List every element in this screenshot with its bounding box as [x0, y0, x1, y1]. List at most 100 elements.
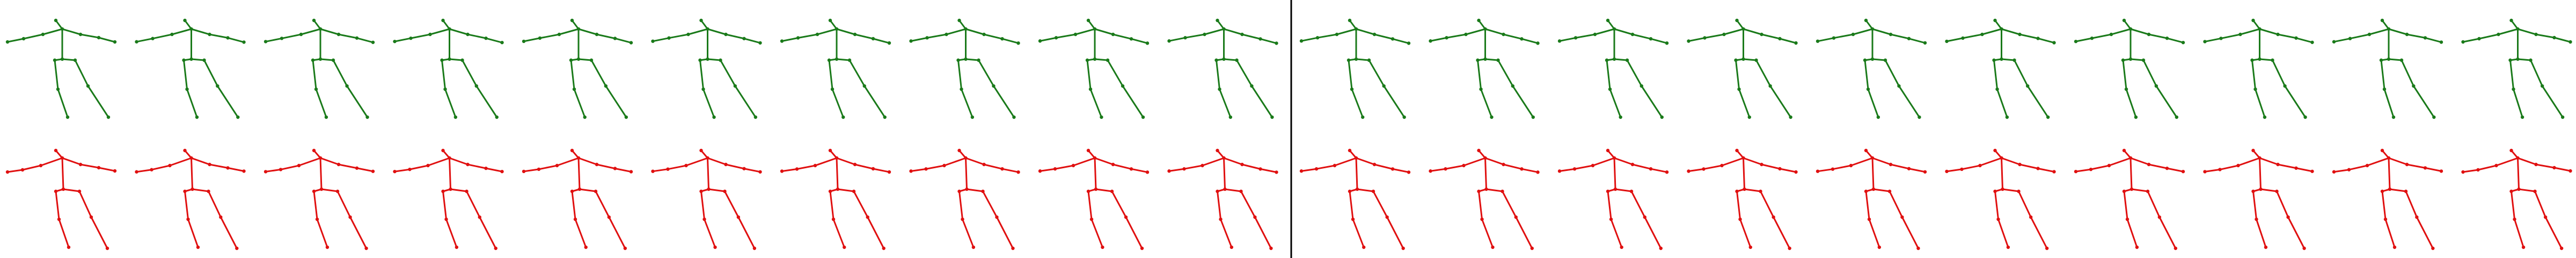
skeleton-bone: [570, 59, 575, 90]
skeleton-joint: [2238, 32, 2242, 37]
skeleton-joint: [2074, 169, 2078, 174]
skeleton-bone: [1094, 157, 1114, 166]
skeleton-joint: [1445, 36, 1448, 40]
skeleton-bone: [1650, 38, 1668, 44]
skeleton-bone: [1744, 188, 1761, 192]
skeleton-joint: [2517, 187, 2521, 191]
skeleton-bone: [227, 167, 245, 172]
skeleton-joint: [2461, 170, 2465, 174]
skeleton-joint: [1299, 169, 1304, 173]
skeleton-joint: [701, 87, 705, 91]
skeleton-bone: [2277, 33, 2297, 39]
skeleton-joint: [1916, 246, 1920, 250]
skeleton-joint: [2018, 32, 2022, 37]
skeleton-joint: [965, 187, 969, 191]
skeleton-bone: [449, 28, 469, 35]
skeleton-bone: [1095, 188, 1113, 192]
skeleton-bone: [836, 28, 856, 35]
skeleton-joint: [2129, 187, 2134, 191]
skeleton-joint: [1111, 162, 1115, 167]
skeleton-bone: [1981, 28, 2002, 35]
skeleton-joint: [168, 163, 172, 168]
skeleton-bone: [1054, 164, 1074, 170]
skeleton-bone: [485, 167, 503, 173]
skeleton-bone: [136, 169, 152, 173]
skeleton-bone: [1001, 168, 1019, 173]
skeleton-bone: [1817, 168, 1834, 173]
skeleton-bone: [1386, 216, 1404, 249]
skeleton-joint: [1501, 189, 1504, 194]
skeleton-bone: [965, 157, 968, 190]
skeleton-joint: [2509, 148, 2513, 153]
skeleton-joint: [1832, 36, 1836, 40]
skeleton-bone: [685, 157, 708, 167]
skeleton-bone: [1871, 157, 1875, 190]
skeleton-bone: [1223, 58, 1238, 61]
skeleton-bone: [1817, 37, 1835, 42]
skeleton-bone: [1626, 59, 1643, 87]
skeleton-bone: [2424, 167, 2442, 172]
skeleton-joint: [2271, 58, 2274, 62]
skeleton-bone: [1484, 28, 1504, 35]
skeleton-bone: [1607, 19, 1615, 30]
skeleton-joint: [1496, 58, 1500, 62]
skeleton-joint: [226, 36, 230, 40]
skeleton-joint: [1348, 148, 1352, 153]
skeleton-bone: [2509, 59, 2514, 90]
skeleton-joint: [1889, 32, 1893, 37]
bottom-row-stick-figure: [1945, 148, 2056, 250]
skeleton-joint: [2107, 163, 2111, 168]
skeleton-joint: [796, 36, 800, 40]
skeleton-bone: [1864, 59, 1869, 90]
skeleton-bone: [191, 157, 210, 166]
skeleton-bone: [2240, 28, 2260, 35]
skeleton-joint: [78, 32, 83, 37]
skeleton-joint: [2286, 215, 2290, 219]
skeleton-joint: [371, 169, 375, 173]
skeleton-joint: [1240, 32, 1244, 37]
skeleton-joint: [2251, 148, 2255, 153]
skeleton-bone: [1094, 28, 1114, 35]
skeleton-joint: [1483, 57, 1487, 61]
skeleton-bone: [1610, 218, 1623, 248]
top-row-stick-figure: [1429, 18, 1540, 119]
skeleton-joint: [1923, 170, 1927, 174]
skeleton-joint: [853, 32, 857, 37]
skeleton-joint: [1591, 163, 1595, 168]
skeleton-joint: [1659, 246, 1663, 250]
skeleton-bone: [320, 188, 339, 192]
skeleton-joint: [2263, 115, 2267, 119]
skeleton-bone: [1223, 157, 1226, 190]
skeleton-joint: [324, 115, 328, 119]
skeleton-bone: [265, 37, 283, 42]
skeleton-bone: [2544, 216, 2563, 249]
skeleton-joint: [595, 32, 599, 37]
skeleton-joint: [624, 115, 628, 119]
skeleton-joint: [1593, 32, 1597, 37]
skeleton-bone: [946, 28, 967, 35]
skeleton-joint: [2147, 162, 2151, 167]
bottom-row-stick-figure: [1429, 148, 1540, 250]
skeleton-bone: [2535, 33, 2555, 39]
skeleton-joint: [719, 58, 722, 62]
skeleton-joint: [1222, 156, 1226, 160]
skeleton-joint: [1110, 189, 1114, 194]
skeleton-joint: [318, 156, 323, 160]
skeleton-bone: [577, 157, 581, 190]
skeleton-bone: [796, 164, 816, 170]
skeleton-joint: [355, 36, 359, 40]
skeleton-joint: [1088, 87, 1093, 91]
skeleton-bone: [316, 218, 328, 248]
skeleton-joint: [297, 163, 301, 168]
top-row-stick-figure: [135, 18, 246, 119]
skeleton-joint: [78, 162, 83, 167]
skeleton-bone: [614, 167, 632, 173]
skeleton-bone: [2129, 28, 2150, 35]
skeleton-joint: [1216, 18, 1219, 23]
bottom-row-stick-figure: [522, 148, 633, 250]
skeleton-joint: [2367, 32, 2372, 37]
skeleton-bone: [1852, 28, 1874, 35]
skeleton-bone: [152, 33, 173, 40]
skeleton-bone: [2416, 216, 2434, 249]
skeleton-bone: [192, 188, 209, 192]
